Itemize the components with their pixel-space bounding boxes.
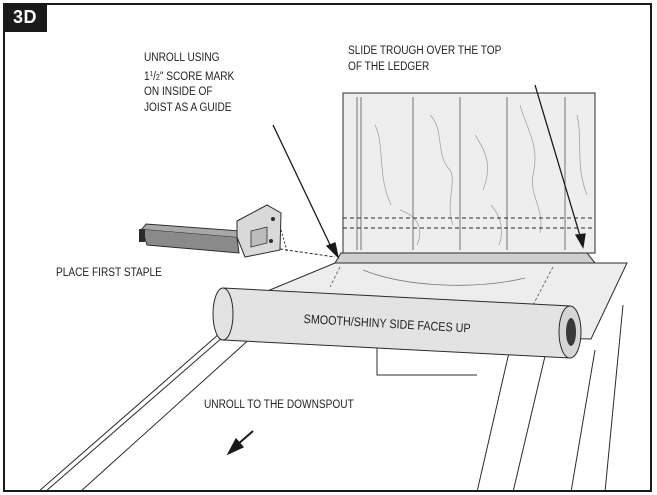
label-unroll-guide: UNROLL USING 11/2" SCORE MARK ON INSIDE … [144,52,235,114]
step-badge: 3D [3,3,47,32]
installation-scene [39,84,628,490]
label-first-staple: PLACE FIRST STAPLE [56,267,162,279]
membrane-roll [212,287,582,359]
ledger-board [342,92,596,254]
stapler-icon [139,204,336,258]
label-slide-trough: SLIDE TROUGH OVER THE TOP OF THE LEDGER [348,45,502,73]
label-unroll-downspout: UNROLL TO THE DOWNSPOUT [204,399,354,411]
trough [334,252,597,264]
diagram-frame: UNROLL USING 11/2" SCORE MARK ON INSIDE … [3,3,652,492]
callout-arrows [226,84,586,456]
